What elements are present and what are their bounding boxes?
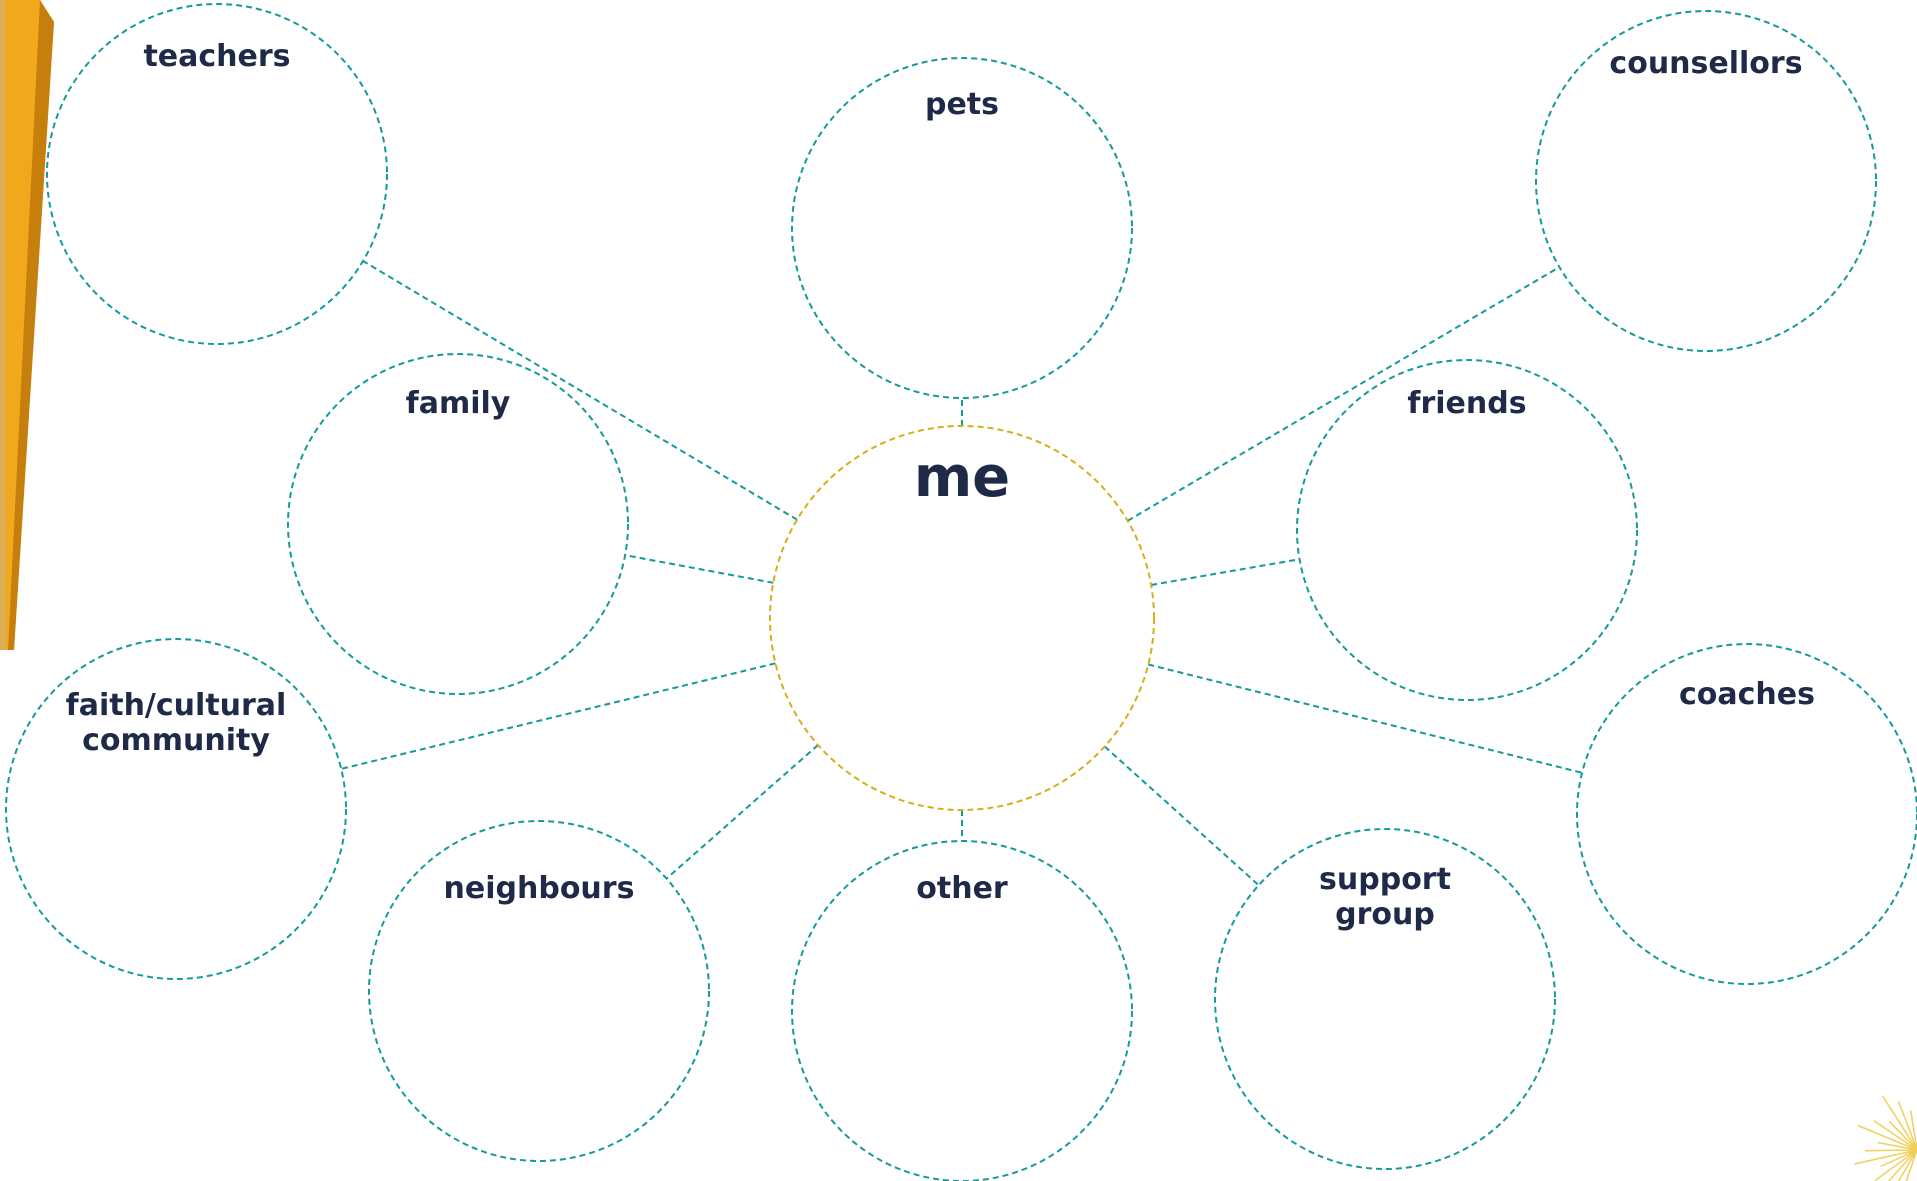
bubble-label-support-group-line-1: support xyxy=(1319,862,1451,897)
sparkle-ray xyxy=(1857,1124,1917,1151)
bubble-circle-support-group xyxy=(1214,828,1556,1170)
bubble-group: teachers pets counsellors family friends fait… xyxy=(5,3,1917,1181)
center-bubble: me xyxy=(769,425,1155,811)
connector-line-coaches xyxy=(1148,663,1583,774)
sparkle-ray xyxy=(1882,1095,1917,1151)
connector-line-neighbours xyxy=(665,744,819,880)
bubble-circle-neighbours xyxy=(368,820,710,1162)
bubble-label-neighbours: neighbours xyxy=(444,871,635,906)
bubble-label-faith-cultural-community-line-2: community xyxy=(82,723,270,758)
bubble-label-counsellors: counsellors xyxy=(1609,46,1802,81)
sparkle-ray xyxy=(1874,1149,1917,1181)
bubble-counsellors: counsellors xyxy=(1535,10,1877,352)
bubble-family: family xyxy=(287,353,629,695)
bubble-neighbours: neighbours xyxy=(368,820,710,1162)
sparkle-ray xyxy=(1873,1120,1917,1151)
bubble-label-pets: pets xyxy=(925,87,999,122)
bubble-label-coaches: coaches xyxy=(1679,677,1815,712)
sparkle-ray xyxy=(1880,1149,1917,1168)
bubble-label-teachers: teachers xyxy=(143,39,290,74)
sparkle-ray xyxy=(1897,1149,1917,1181)
sparkle-ray xyxy=(1877,1141,1917,1151)
bubble-circle-family xyxy=(287,353,629,695)
sparkle-ray xyxy=(1905,1149,1917,1181)
pencil-icon xyxy=(0,0,54,650)
bubble-label-friends: friends xyxy=(1407,386,1526,421)
connector-line-support-group xyxy=(1104,745,1260,886)
bubble-circle-faith-cultural-community xyxy=(5,638,347,980)
bubble-pets: pets xyxy=(791,57,1133,399)
sparkle-ray xyxy=(1854,1149,1917,1165)
bubble-circle-pets xyxy=(791,57,1133,399)
sparkle-ray xyxy=(1887,1149,1917,1181)
bubble-circle-teachers xyxy=(46,3,388,345)
bubble-label-other: other xyxy=(916,871,1008,906)
sparkle-ray xyxy=(1909,1110,1917,1151)
bubble-teachers: teachers xyxy=(46,3,388,345)
sparkle-icon xyxy=(1854,1095,1917,1181)
connector-line-family xyxy=(624,554,774,584)
connector-line-teachers xyxy=(362,260,798,521)
sparkle-ray xyxy=(1888,1120,1917,1151)
center-label: me xyxy=(914,445,1010,510)
sparkle-ray xyxy=(1864,1149,1917,1152)
bubble-circle-counsellors xyxy=(1535,10,1877,352)
bubble-circle-coaches xyxy=(1576,643,1917,985)
bubble-coaches: coaches xyxy=(1576,643,1917,985)
bubble-label-faith-cultural-community-line-1: faith/cultural xyxy=(66,688,287,723)
connector-line-friends xyxy=(1150,558,1300,586)
bubble-circle-friends xyxy=(1296,359,1638,701)
bubble-circle-other xyxy=(791,840,1133,1181)
bubble-other: other xyxy=(791,840,1133,1181)
bubble-friends: friends xyxy=(1296,359,1638,701)
connector-lines xyxy=(340,260,1583,886)
bubble-label-family: family xyxy=(406,386,511,421)
sparkle-ray xyxy=(1897,1101,1917,1151)
bubble-label-support-group-line-2: group xyxy=(1335,897,1435,932)
connector-line-faith-cultural-community xyxy=(340,662,776,770)
connector-line-counsellors xyxy=(1127,266,1560,522)
